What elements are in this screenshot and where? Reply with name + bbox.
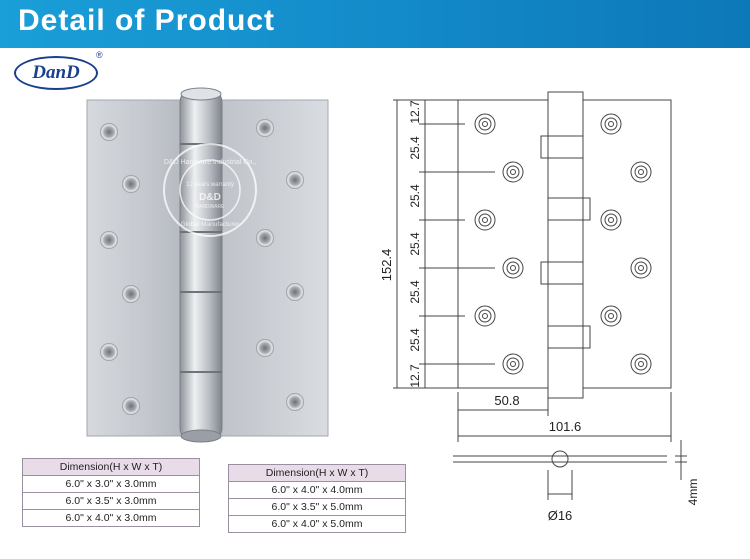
drawing-hole — [600, 209, 622, 231]
screw-hole — [100, 343, 118, 361]
table-cell: 6.0" x 3.0" x 3.0mm — [22, 475, 200, 493]
dim-label-thickness: 4mm — [686, 479, 700, 506]
dim-label-full-width: 101.6 — [549, 419, 582, 434]
barrel-bottom-cap — [180, 429, 222, 443]
table-header: Dimension(H x W x T) — [228, 464, 406, 482]
drawing-hole — [600, 113, 622, 135]
dimension-table-right: Dimension(H x W x T) 6.0" x 4.0" x 4.0mm… — [228, 464, 406, 533]
drawing-left-leaf — [457, 99, 549, 389]
drawing-screw-holes — [474, 113, 652, 375]
barrel-top-cap — [180, 87, 222, 101]
logo-text: DanD — [32, 62, 80, 83]
watermark-brand: D&D — [199, 192, 221, 203]
table-row: 6.0" x 3.5" x 3.0mm — [22, 492, 200, 510]
dim-label-segment: 25.4 — [408, 184, 422, 208]
page-title: Detail of Product — [18, 4, 276, 37]
drawing-hole — [502, 161, 524, 183]
screw-hole — [286, 393, 304, 411]
drawing-knuckle — [540, 135, 584, 159]
dim-label-segment: 25.4 — [408, 232, 422, 256]
watermark-seal: D&D Hardware Industrial Co., 12 years wa… — [163, 143, 257, 237]
dim-label-hole: Ø16 — [548, 508, 573, 523]
drawing-knuckle — [547, 325, 591, 349]
registered-mark: ® — [96, 50, 103, 60]
technical-drawing: 152.4 12.7 25.4 25.4 25.4 25.4 25.4 12.7… — [379, 91, 700, 523]
left-screw-holes — [100, 123, 140, 415]
watermark-ring-bottom: Global Manufacturer — [181, 221, 241, 228]
dim-label-segment: 12.7 — [408, 364, 422, 388]
table-header: Dimension(H x W x T) — [22, 458, 200, 476]
dim-label-segment: 25.4 — [408, 328, 422, 352]
hinge-photo: D&D Hardware Industrial Co., 12 years wa… — [86, 87, 329, 443]
table-cell: 6.0" x 4.0" x 4.0mm — [228, 481, 406, 499]
drawing-right-leaf — [582, 99, 672, 389]
screw-hole — [122, 175, 140, 193]
drawing-hole — [474, 113, 496, 135]
table-cell: 6.0" x 3.5" x 3.0mm — [22, 492, 200, 510]
profile-barrel — [551, 450, 569, 468]
screw-hole — [100, 123, 118, 141]
dimension-table-left: Dimension(H x W x T) 6.0" x 3.0" x 3.0mm… — [22, 458, 200, 527]
table-row: 6.0" x 4.0" x 5.0mm — [228, 515, 406, 533]
table-row: 6.0" x 4.0" x 3.0mm — [22, 509, 200, 527]
drawing-hole — [630, 161, 652, 183]
table-cell: 6.0" x 3.5" x 5.0mm — [228, 498, 406, 516]
table-cell: 6.0" x 4.0" x 3.0mm — [22, 509, 200, 527]
screw-hole — [122, 285, 140, 303]
drawing-barrel — [547, 91, 584, 399]
watermark-brand-sub: HARDWARE — [196, 204, 226, 210]
screw-hole — [256, 229, 274, 247]
drawing-hole — [502, 353, 524, 375]
dim-label-segment: 25.4 — [408, 136, 422, 160]
header-banner: Detail of Product — [0, 0, 750, 48]
screw-hole — [256, 119, 274, 137]
drawing-hole — [600, 305, 622, 327]
drawing-hole — [474, 209, 496, 231]
dim-label-half-width: 50.8 — [494, 393, 519, 408]
drawing-hole — [502, 257, 524, 279]
table-row: 6.0" x 3.5" x 5.0mm — [228, 498, 406, 516]
dim-label-segment: 25.4 — [408, 280, 422, 304]
screw-hole — [122, 397, 140, 415]
screw-hole — [256, 339, 274, 357]
screw-hole — [286, 171, 304, 189]
dim-label-segment: 12.7 — [408, 100, 422, 124]
screw-hole — [100, 231, 118, 249]
drawing-hole — [630, 353, 652, 375]
right-leaf — [219, 99, 329, 437]
drawing-hole — [474, 305, 496, 327]
brand-logo: DanD — [14, 56, 98, 90]
drawing-hole — [630, 257, 652, 279]
watermark-warranty: 12 years warranty — [186, 182, 234, 188]
left-leaf — [86, 99, 188, 437]
right-screw-holes — [256, 119, 304, 411]
screw-hole — [286, 283, 304, 301]
drawing-knuckle — [547, 197, 591, 221]
table-cell: 6.0" x 4.0" x 5.0mm — [228, 515, 406, 533]
dim-label-overall: 152.4 — [379, 249, 394, 282]
drawing-knuckle — [540, 261, 584, 285]
watermark-ring-text: D&D Hardware Industrial Co., — [164, 159, 256, 166]
hinge-barrel — [179, 89, 223, 441]
table-row: 6.0" x 3.0" x 3.0mm — [22, 475, 200, 493]
table-row: 6.0" x 4.0" x 4.0mm — [228, 481, 406, 499]
